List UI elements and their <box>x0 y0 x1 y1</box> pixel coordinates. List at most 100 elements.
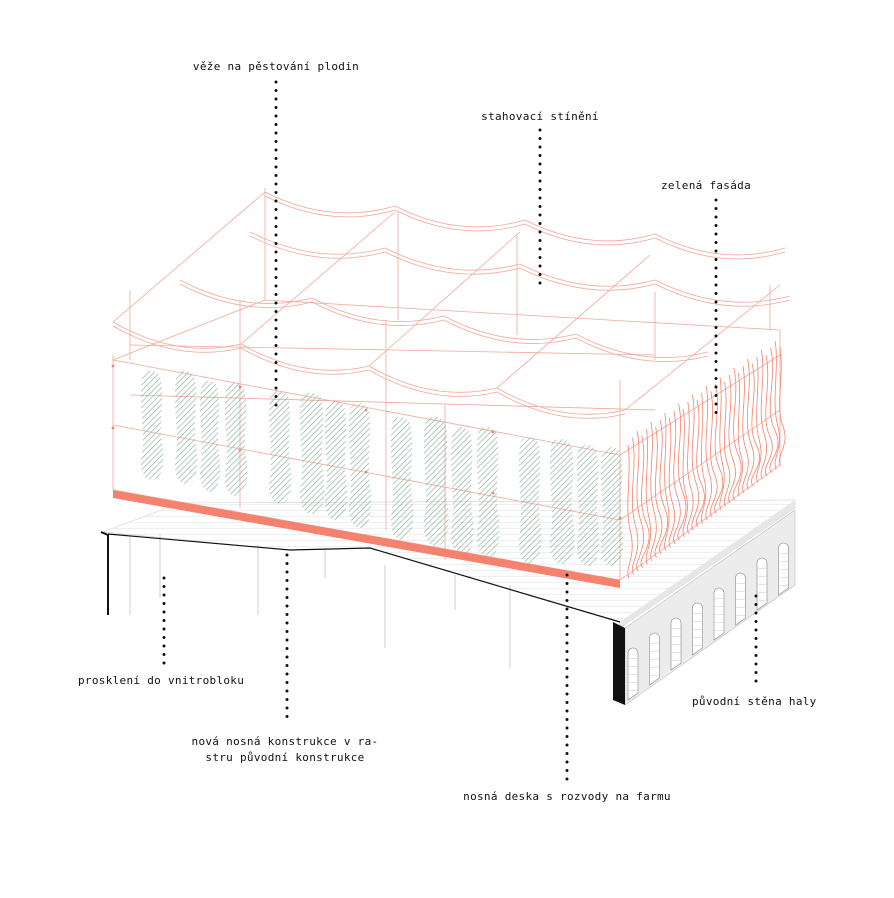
window-mullion <box>713 597 725 600</box>
growing-tower <box>224 382 248 496</box>
window-mullion <box>627 665 639 668</box>
shading-arc <box>249 235 386 259</box>
shading-arc <box>112 321 242 349</box>
growing-tower <box>518 436 542 564</box>
shading-ridge <box>624 284 781 411</box>
window-mullion <box>627 657 639 660</box>
growing-tower <box>268 390 292 504</box>
shading-arc <box>519 267 656 291</box>
shading-arc <box>264 191 396 214</box>
growing-tower <box>174 370 198 484</box>
growing-tower <box>390 416 414 540</box>
window-mullion <box>670 651 682 654</box>
leader-lines <box>162 80 758 782</box>
facade-vine <box>687 401 694 535</box>
arched-window <box>692 602 703 656</box>
label-shading: stahovací stínění <box>481 110 599 123</box>
facade-vine <box>636 430 644 572</box>
shading-arc <box>443 319 577 344</box>
label-original-wall: původní stěna haly <box>692 695 817 708</box>
window-mullion <box>692 644 703 647</box>
growing-tower <box>299 392 325 514</box>
farm-slab <box>113 490 620 588</box>
shading-arc <box>179 283 313 308</box>
shading-arc <box>394 209 526 232</box>
window-mullion <box>713 605 725 608</box>
facade-vine <box>673 410 681 545</box>
label-growing-towers: věže na pěstování plodin <box>192 60 360 73</box>
facade-vine <box>719 376 725 511</box>
window-mullion <box>692 636 703 639</box>
label-new-structure-1: nová nosná konstrukce v ra- <box>191 735 379 748</box>
arched-window <box>756 557 768 611</box>
facade-vine <box>682 408 688 538</box>
window-mullion <box>735 606 746 609</box>
shading-arc <box>311 297 445 322</box>
shading-arc <box>264 195 396 218</box>
facade-vine <box>756 356 762 483</box>
window-mullion <box>670 643 682 646</box>
window-mullion <box>778 576 789 579</box>
shading-arc <box>524 223 656 246</box>
original-hall-wall <box>613 509 796 706</box>
facade-vine <box>709 390 718 518</box>
label-glazing: prosklení do vnitrobloku <box>78 674 245 687</box>
shading-arc <box>654 237 786 260</box>
facade-vine <box>668 417 676 548</box>
label-slab: nosná deska s rozvody na farmu <box>463 790 671 803</box>
shading-arc <box>112 325 242 353</box>
facade-vine <box>723 381 731 507</box>
shading-arc <box>384 247 521 271</box>
arched-window <box>649 632 660 686</box>
window-mullion <box>756 591 768 594</box>
window-mullion <box>756 583 768 586</box>
shading-arc <box>524 219 656 242</box>
shading-ridge <box>112 191 266 323</box>
shading-arc <box>394 205 526 228</box>
facade-vine <box>631 437 639 575</box>
green-facade <box>627 340 786 579</box>
window-mullion <box>735 582 746 585</box>
facade-vine <box>705 385 712 521</box>
window-mullion <box>778 560 789 563</box>
label-green-facade: zelená fasáda <box>661 179 751 192</box>
arched-window <box>670 617 682 671</box>
arched-window <box>627 647 639 701</box>
growing-tower <box>549 438 575 564</box>
window-mullion <box>778 552 789 555</box>
shading-ridge <box>368 231 521 367</box>
window-mullion <box>649 650 660 653</box>
window-mullion <box>670 627 682 630</box>
shading-arc <box>368 365 498 393</box>
facade-vine <box>774 340 780 470</box>
window-mullion <box>778 584 789 587</box>
shading-arc <box>249 231 386 255</box>
window-mullion <box>649 658 660 661</box>
wall-arched-windows <box>627 542 789 701</box>
facade-vine <box>691 394 700 531</box>
frame-beam <box>264 299 781 331</box>
facade-vine <box>769 347 779 473</box>
facade-vine <box>645 428 651 565</box>
shading-arc <box>519 263 656 287</box>
growing-tower <box>576 444 600 566</box>
facade-vine <box>701 392 707 524</box>
frame-node <box>111 426 115 430</box>
shading-arc <box>311 301 445 326</box>
window-mullion <box>692 612 703 615</box>
new-supporting-structure <box>129 535 511 668</box>
window-mullion <box>735 614 746 617</box>
facade-vine <box>640 435 650 569</box>
shading-arc <box>654 279 791 303</box>
window-mullion <box>756 599 768 602</box>
window-mullion <box>670 659 682 662</box>
facade-vine <box>728 374 736 504</box>
arched-window <box>713 587 725 641</box>
shading-ridge <box>240 211 396 345</box>
shading-arc <box>654 233 786 256</box>
facade-vine <box>650 421 657 562</box>
growing-tower <box>423 416 449 546</box>
facade-vine <box>659 419 668 555</box>
